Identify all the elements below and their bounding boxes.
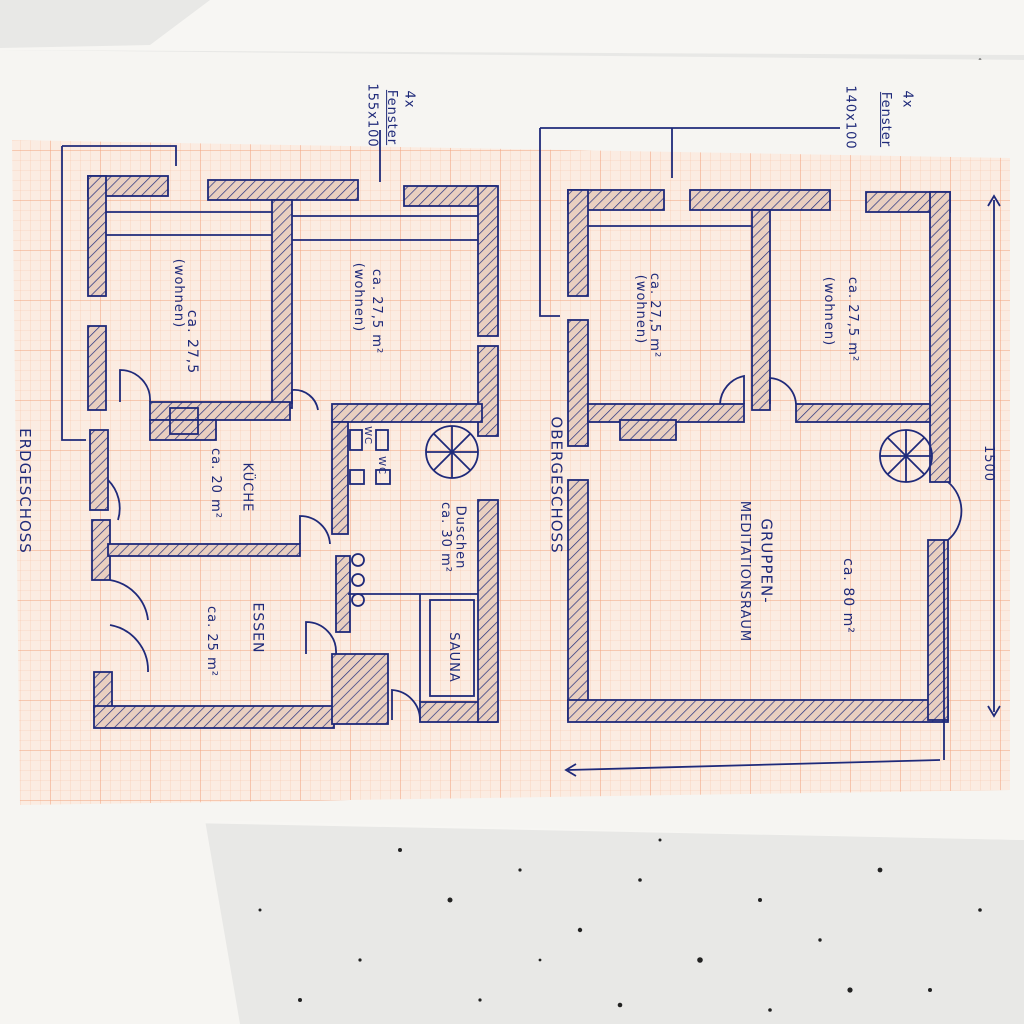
room-label-area: ca. 27,5	[184, 309, 201, 375]
room-label-area: ca. 27,5 m²	[845, 276, 861, 363]
kitchen-area: ca. 20 m²	[207, 448, 223, 519]
group-room-label: GRUPPEN-	[757, 518, 776, 604]
upper-floor-plan	[539, 127, 1001, 777]
wc-label: WC	[375, 456, 387, 475]
group-room-area: ca. 80 m²	[839, 558, 856, 634]
room-label-use: (wohnen)	[821, 276, 837, 347]
showers-label: Duschen	[452, 505, 468, 570]
upper-floor-title: OBERGESCHOSS	[547, 416, 566, 554]
sauna-label: SAUNA	[445, 632, 461, 683]
kitchen-label: KÜCHE	[239, 462, 255, 513]
upper-window-count: 4x	[899, 90, 915, 109]
group-room-label-2: MEDITATIONSRAUM	[737, 500, 753, 643]
showers-area: ca. 30 m²	[437, 502, 453, 573]
room-label-area: ca. 27,5 m²	[369, 268, 385, 355]
dining-label: ESSEN	[249, 602, 266, 654]
dimension-label: 1500	[981, 444, 997, 483]
ground-window-count: 4x	[401, 90, 417, 109]
room-label-use: (wohnen)	[633, 274, 649, 345]
room-label-use: (wohnen)	[351, 262, 367, 333]
ground-floor-plan	[61, 130, 499, 729]
room-label-use: (wohnen)	[171, 258, 187, 329]
ground-window-word: Fenster	[384, 89, 400, 146]
ground-floor-title: ERDGESCHOSS	[15, 428, 34, 554]
ground-window-size: 155x100	[364, 83, 380, 148]
upper-window-size: 140x100	[842, 85, 858, 150]
wc-label: WC	[361, 426, 373, 445]
room-label-area: ca. 27,5 m²	[647, 272, 663, 359]
dining-area: ca. 25 m²	[203, 606, 219, 677]
upper-window-word: Fenster	[878, 91, 894, 148]
